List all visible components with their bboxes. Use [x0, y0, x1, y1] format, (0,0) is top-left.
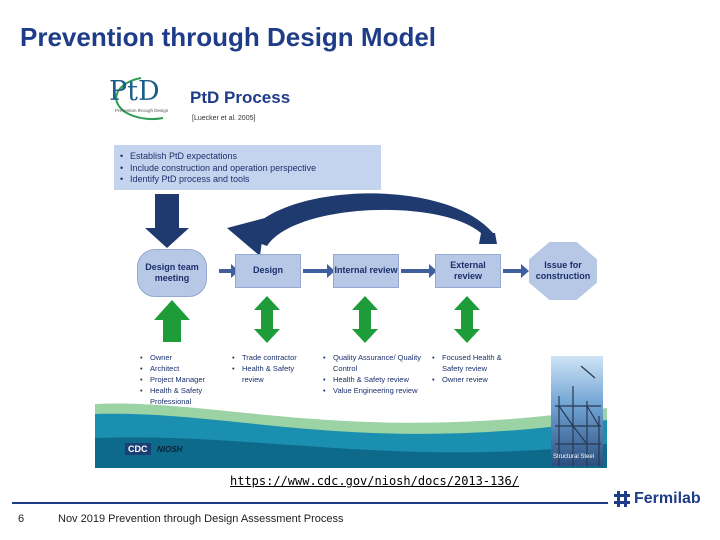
- stage-design-team-meeting: Design team meeting: [137, 249, 207, 297]
- stakeholder-item: Value Engineering review: [323, 386, 423, 397]
- stakeholder-item: Trade contractor: [232, 353, 317, 364]
- stakeholder-item: Health & Safety review: [323, 375, 423, 386]
- top-bullet-box: •Establish PtD expectations •Include con…: [114, 145, 381, 190]
- right-arrow-icon: [401, 264, 437, 278]
- down-arrow-icon: [145, 194, 189, 248]
- steel-frame-icon: [555, 365, 601, 466]
- footer-text: Nov 2019 Prevention through Design Asses…: [58, 513, 344, 525]
- feedback-arrowhead-icon: [227, 218, 265, 256]
- top-bullet: •Identify PtD process and tools: [120, 174, 250, 185]
- diagram-citation: [Luecker et al. 2005]: [192, 115, 256, 122]
- stage-internal-review: Internal review: [333, 254, 399, 288]
- diagram-heading: PtD Process: [190, 88, 291, 107]
- page-number: 6: [18, 513, 25, 525]
- stakeholders-internal-review: Quality Assurance/ Quality Control Healt…: [323, 353, 423, 397]
- source-link[interactable]: https://www.cdc.gov/niosh/docs/2013-136/: [230, 474, 519, 488]
- stakeholder-item: Owner review: [432, 375, 518, 386]
- footer-divider: [12, 502, 608, 504]
- stakeholders-external-review: Focused Health & Safety review Owner rev…: [432, 353, 518, 386]
- stakeholder-item: Quality Assurance/ Quality Control: [323, 353, 423, 375]
- up-arrow-icon: [154, 300, 190, 342]
- double-arrow-icon: [352, 296, 378, 343]
- niosh-logo: NIOSH: [157, 445, 183, 454]
- top-bullet: •Establish PtD expectations: [120, 151, 238, 161]
- ptd-logo-text: PtD: [109, 76, 160, 107]
- right-arrow-icon: [503, 264, 529, 278]
- stakeholders-design-team: Owner Architect Project Manager Health &…: [140, 353, 230, 407]
- stage-external-review: External review: [435, 254, 501, 288]
- stage-design: Design: [235, 254, 301, 288]
- structural-steel-photo: Structural Steel: [551, 356, 603, 466]
- stakeholder-item: Owner: [140, 353, 230, 364]
- right-arrow-icon: [303, 264, 335, 278]
- stage-issue-for-construction: Issue for construction: [529, 242, 597, 300]
- double-arrow-icon: [454, 296, 480, 343]
- fermilab-text: Fermilab: [634, 490, 701, 507]
- right-arrow-icon: [219, 264, 239, 278]
- ptd-logo-caption: Prevention through Design: [115, 108, 169, 113]
- stakeholder-item: Architect: [140, 364, 230, 375]
- fermilab-icon: [614, 491, 630, 507]
- feedback-tail-icon: [479, 233, 497, 244]
- ptd-process-diagram: PtD Prevention through Design PtD Proces…: [95, 68, 607, 468]
- process-arrows: [95, 193, 607, 468]
- feedback-arrow-icon: [245, 193, 493, 246]
- cdc-logo: CDC: [125, 443, 151, 455]
- photo-caption: Structural Steel: [553, 454, 595, 460]
- ptd-logo-icon: [115, 77, 164, 121]
- stakeholder-item: Project Manager: [140, 375, 230, 386]
- stakeholder-item: Health & Safety review: [232, 364, 317, 386]
- top-bullet: •Include construction and operation pers…: [120, 162, 317, 173]
- stakeholder-item: Health & Safety Professional: [140, 386, 230, 408]
- stakeholders-design: Trade contractor Health & Safety review: [232, 353, 317, 386]
- fermilab-logo: Fermilab: [614, 490, 701, 508]
- slide-title: Prevention through Design Model: [20, 22, 437, 52]
- double-arrow-icon: [254, 296, 280, 343]
- stakeholder-item: Focused Health & Safety review: [432, 353, 518, 375]
